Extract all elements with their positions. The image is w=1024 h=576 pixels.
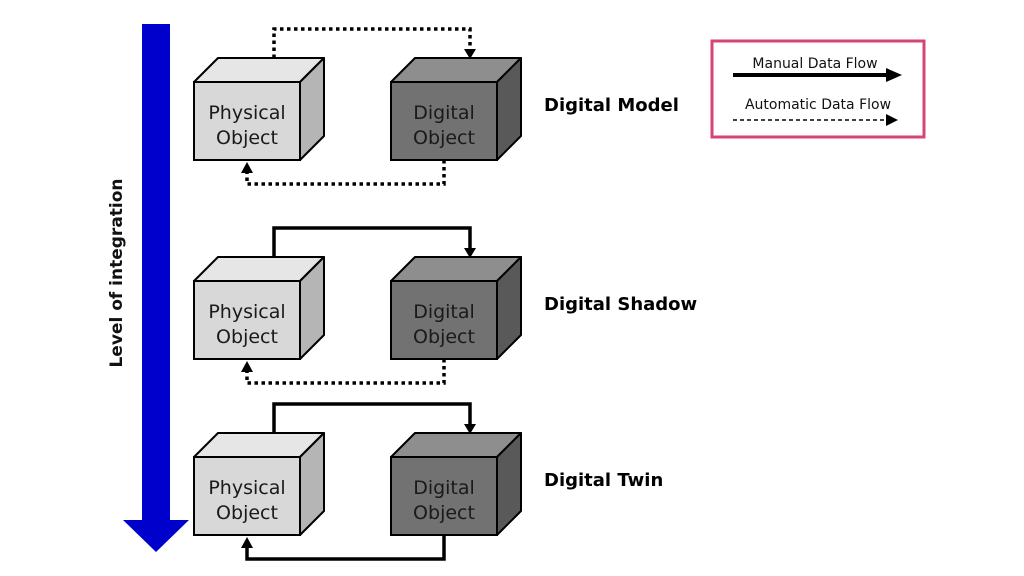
flow-physical-to-digital-arrowhead: [464, 248, 476, 258]
legend-manual-arrowhead: [886, 68, 902, 82]
legend-manual-label: Manual Data Flow: [752, 56, 877, 72]
digital-object-label-line2: Object: [413, 502, 475, 524]
physical-object-box-front-face: [193, 81, 301, 161]
physical-object-label-line1: Physical: [208, 102, 285, 124]
digital-object-label-line2: Object: [413, 326, 475, 348]
flow-physical-to-digital-line: [272, 226, 472, 257]
digital-object-box-front-face: [390, 81, 498, 161]
flow-digital-to-physical-arrowhead: [241, 537, 253, 548]
legend-automatic-label: Automatic Data Flow: [745, 97, 891, 113]
row-title: Digital Model: [544, 95, 679, 116]
physical-object-label-line2: Object: [216, 127, 278, 149]
flow-physical-to-digital-arrowhead: [464, 424, 476, 434]
digital-object-box-front-face: [390, 280, 498, 360]
flow-digital-to-physical-line: [245, 160, 446, 186]
flow-physical-to-digital-line: [272, 402, 472, 433]
physical-object-label-line2: Object: [216, 502, 278, 524]
physical-object-label-line2: Object: [216, 326, 278, 348]
flow-digital-to-physical-arrowhead: [241, 162, 253, 173]
physical-object-label-line1: Physical: [208, 301, 285, 323]
digital-object-label-line2: Object: [413, 127, 475, 149]
flow-physical-to-digital-arrowhead: [464, 49, 476, 59]
physical-object-box-front-face: [193, 280, 301, 360]
axis-shaft: [142, 24, 170, 524]
flow-digital-to-physical-arrowhead: [241, 361, 253, 372]
physical-object-label-line1: Physical: [208, 477, 285, 499]
legend: Manual Data Flow Automatic Data Flow: [710, 39, 926, 139]
row-title: Digital Twin: [544, 470, 663, 491]
digital-object-label-line1: Digital: [413, 301, 475, 323]
legend-automatic-arrowhead: [886, 114, 898, 126]
flow-digital-to-physical-line: [245, 535, 446, 561]
digital-object-label-line1: Digital: [413, 477, 475, 499]
digital-object-label-line1: Digital: [413, 102, 475, 124]
digital-object-box-front-face: [390, 456, 498, 536]
integration-axis: Level of integration: [107, 24, 189, 552]
axis-arrowhead: [123, 520, 189, 552]
physical-object-box-front-face: [193, 456, 301, 536]
row-title: Digital Shadow: [544, 294, 697, 315]
axis-label: Level of integration: [107, 178, 127, 367]
flow-physical-to-digital-line: [272, 27, 472, 58]
flow-digital-to-physical-line: [245, 359, 446, 385]
